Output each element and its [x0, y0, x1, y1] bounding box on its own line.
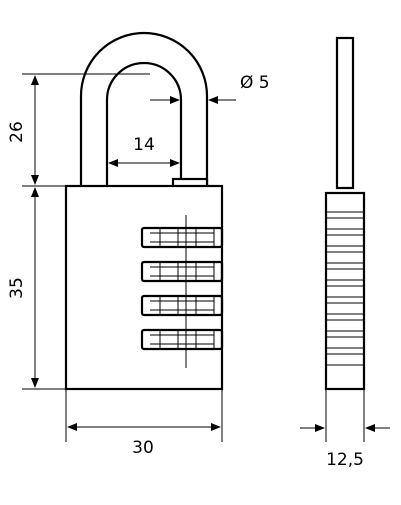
- shackle-inner: [105, 61, 183, 186]
- dimension-body-height: 35: [7, 187, 66, 390]
- side-dial-ribs: [326, 211, 364, 366]
- dial-row-1: [140, 226, 224, 249]
- dimension-shackle-inner-width: 14: [108, 135, 180, 167]
- dimension-shackle-diameter: Ø 5: [150, 73, 270, 104]
- side-body: [324, 191, 366, 391]
- dimension-body-thickness: 12,5: [300, 389, 390, 470]
- label-body-thickness: 12,5: [326, 450, 364, 470]
- dimension-shackle-height: 26: [7, 73, 150, 187]
- label-body-width: 30: [132, 438, 154, 458]
- side-view: [324, 36, 366, 391]
- side-shackle: [335, 36, 355, 190]
- dimension-body-width: 30: [65, 389, 223, 458]
- label-shackle-height: 26: [7, 121, 27, 143]
- label-shackle-inner-width: 14: [133, 135, 155, 155]
- shackle-outer: [79, 31, 209, 186]
- front-view: [64, 31, 224, 391]
- lock-body: [64, 184, 224, 391]
- label-body-height: 35: [7, 277, 27, 299]
- label-shackle-diameter: Ø 5: [240, 73, 270, 93]
- dial-row-3: [140, 294, 224, 317]
- dial-row-4: [140, 328, 224, 351]
- combination-dials: [140, 215, 224, 368]
- dial-row-2: [140, 260, 224, 283]
